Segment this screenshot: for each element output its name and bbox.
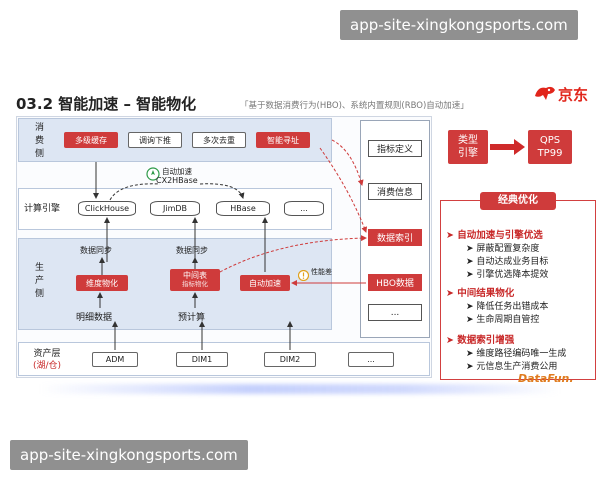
compute-label: 计算引擎 — [24, 204, 61, 214]
watermark-top: app-site-xingkongsports.com — [340, 10, 578, 40]
classic-sec2-item1: ➤ 降低任务出错成本 — [466, 302, 549, 312]
classic-sec1-head: ➤ 自动加速与引擎优选 — [446, 230, 543, 241]
side-item-data-index: 数据索引 — [368, 229, 422, 246]
asset-more: ... — [348, 352, 394, 367]
side-item-hbo-data: HBO数据 — [368, 274, 422, 291]
engine-type-box: 类型 引擎 — [448, 130, 488, 164]
classic-sec1-item2: ➤ 自动达成业务目标 — [466, 257, 549, 267]
slide-subtitle: 「基于数据消费行为(HBO)、系统内置规则(RBO)自动加速」 — [240, 101, 469, 111]
datafun-logo: DataFun. — [518, 372, 574, 385]
mid-table-line1: 中间表 — [183, 271, 207, 280]
classic-sec1-item3: ➤ 引擎优选降本提效 — [466, 270, 549, 280]
tp99-label: TP99 — [537, 148, 563, 159]
perf-poor-label: 性能差 — [311, 268, 332, 276]
jd-dog-icon — [535, 86, 555, 100]
detail-data-label: 明细数据 — [76, 313, 113, 323]
blue-glow-decor — [40, 384, 560, 394]
classic-sec1-item1-text: 屏蔽配置复杂度 — [476, 244, 540, 254]
consume-label: 消费侧 — [33, 122, 43, 161]
jd-brand-text: 京东 — [558, 86, 589, 104]
engine-jimdb: JimDB — [150, 201, 200, 216]
mid-table-box: 中间表 指标物化 — [170, 269, 220, 291]
consume-box-cache: 多级缓存 — [64, 132, 118, 148]
side-item-consume-info: 消费信息 — [368, 183, 422, 200]
engine-clickhouse: ClickHouse — [78, 201, 136, 216]
classic-sec2-head-text: 中间结果物化 — [457, 288, 515, 299]
asset-dim2: DIM2 — [264, 352, 316, 367]
dim-materialize-box: 维度物化 — [76, 275, 128, 291]
classic-sec2-head: ➤ 中间结果物化 — [446, 288, 515, 299]
classic-sec2-item2-text: 生命周期自管控 — [476, 315, 540, 325]
classic-sec1-item2-text: 自动达成业务目标 — [476, 257, 549, 267]
side-item-metric-def: 指标定义 — [368, 140, 422, 157]
asset-dim1: DIM1 — [176, 352, 228, 367]
classic-sec3-item2-text: 元信息生产消费公用 — [476, 362, 558, 372]
mid-table-line2: 指标物化 — [182, 280, 208, 288]
classic-sec3-head-text: 数据索引增强 — [457, 335, 515, 346]
produce-label: 生产侧 — [33, 262, 43, 301]
classic-sec1-head-text: 自动加速与引擎优选 — [457, 230, 543, 241]
asset-label: 资产层 (湖/仓) — [24, 348, 70, 372]
consume-box-pushdown: 调询下推 — [128, 132, 182, 148]
data-sync-2: 数据同步 — [176, 246, 208, 255]
cx2hbase-label: CX2HBase — [156, 176, 198, 185]
qps-tp99-box: QPS TP99 — [528, 130, 572, 164]
rocket-icon — [146, 166, 160, 181]
engine-type-line1: 类型 — [458, 135, 478, 146]
qps-label: QPS — [539, 135, 561, 146]
jd-logo: 京东 — [532, 80, 592, 106]
watermark-bottom: app-site-xingkongsports.com — [10, 440, 248, 470]
consume-box-addressing: 智能寻址 — [256, 132, 310, 148]
arrow-right-icon — [490, 138, 526, 156]
consume-box-dedup: 多次去重 — [192, 132, 246, 148]
data-sync-1: 数据同步 — [80, 246, 112, 255]
asset-label-line2: (湖/仓) — [32, 361, 62, 371]
slide-title: 03.2 智能加速 – 智能物化 — [16, 95, 197, 113]
classic-sec2-item2: ➤ 生命周期自管控 — [466, 315, 540, 325]
classic-sec1-item3-text: 引擎优选降本提效 — [476, 270, 549, 280]
classic-title: 经典优化 — [480, 192, 556, 210]
classic-sec3-item2: ➤ 元信息生产消费公用 — [466, 362, 558, 372]
engine-type-line2: 引擎 — [458, 148, 478, 159]
classic-sec3-item1-text: 维度路径编码唯一生成 — [476, 349, 567, 359]
engine-more: ... — [284, 201, 324, 216]
perf-warning-icon — [297, 266, 310, 282]
engine-hbase: HBase — [216, 201, 270, 216]
asset-label-line1: 资产层 — [33, 349, 61, 359]
precalc-label: 预计算 — [178, 313, 206, 323]
classic-sec1-item1: ➤ 屏蔽配置复杂度 — [466, 244, 540, 254]
classic-sec2-item1-text: 降低任务出错成本 — [476, 302, 549, 312]
classic-sec3-item1: ➤ 维度路径编码唯一生成 — [466, 349, 567, 359]
auto-accel-compute: 自动加速 — [162, 167, 192, 176]
auto-accel-box: 自动加速 — [240, 275, 290, 291]
side-item-more: ... — [368, 304, 422, 321]
classic-sec3-head: ➤ 数据索引增强 — [446, 335, 515, 346]
asset-adm: ADM — [92, 352, 138, 367]
